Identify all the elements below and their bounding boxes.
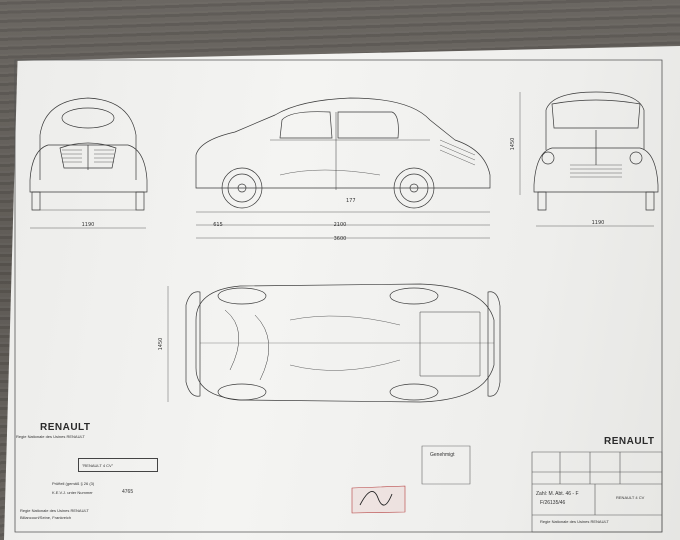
height-dimension: 1450 <box>510 138 516 151</box>
left-footer-2: Billancourt/Seine, Frankreich <box>20 515 72 520</box>
ref-line: F/26135/46 <box>540 500 566 506</box>
plan-view <box>168 284 500 402</box>
clearance-dimension: 177 <box>346 198 356 204</box>
approval-stamp-frame <box>422 446 470 484</box>
renault-brand-right: RENAULT <box>604 436 655 447</box>
rear-view <box>30 98 147 228</box>
front-overhang-dimension: 615 <box>213 222 223 228</box>
ink-signature <box>360 491 392 505</box>
title-block-footer: Regie Nationale des Usines RENAULT <box>540 519 609 524</box>
plan-width-dimension: 1450 <box>158 338 164 351</box>
left-footer-1: Regie Nationale des Usines RENAULT <box>20 508 89 513</box>
side-view <box>196 98 490 238</box>
drawing-border <box>15 60 662 532</box>
zahl-line: Zahl: M. Abt. 46 - F <box>536 491 579 497</box>
kev-label: K.E.V.J. unter Nummer <box>52 490 93 495</box>
kev-number: 4765 <box>122 489 134 495</box>
title-block-model: RENAULT 4 CV <box>616 495 645 500</box>
regie-line: Regie Nationale des Usines RENAULT <box>16 434 85 439</box>
front-width-dimension: 1190 <box>592 220 605 226</box>
renault-brand-left: RENAULT <box>40 422 91 433</box>
wheelbase-dimension: 2100 <box>334 222 347 228</box>
title-block-grid <box>532 452 662 532</box>
approval-stamp-title: Genehmigt <box>430 452 455 458</box>
overall-length-dimension: 3600 <box>334 236 347 242</box>
model-name-field: "RENAULT 4 CV" <box>82 463 114 468</box>
front-view <box>520 92 658 226</box>
rear-width-dimension: 1190 <box>82 222 95 228</box>
model-name-box <box>78 458 158 472</box>
pruefteil-line: Prüfteil (gemäß § 26 (3) <box>52 481 95 486</box>
